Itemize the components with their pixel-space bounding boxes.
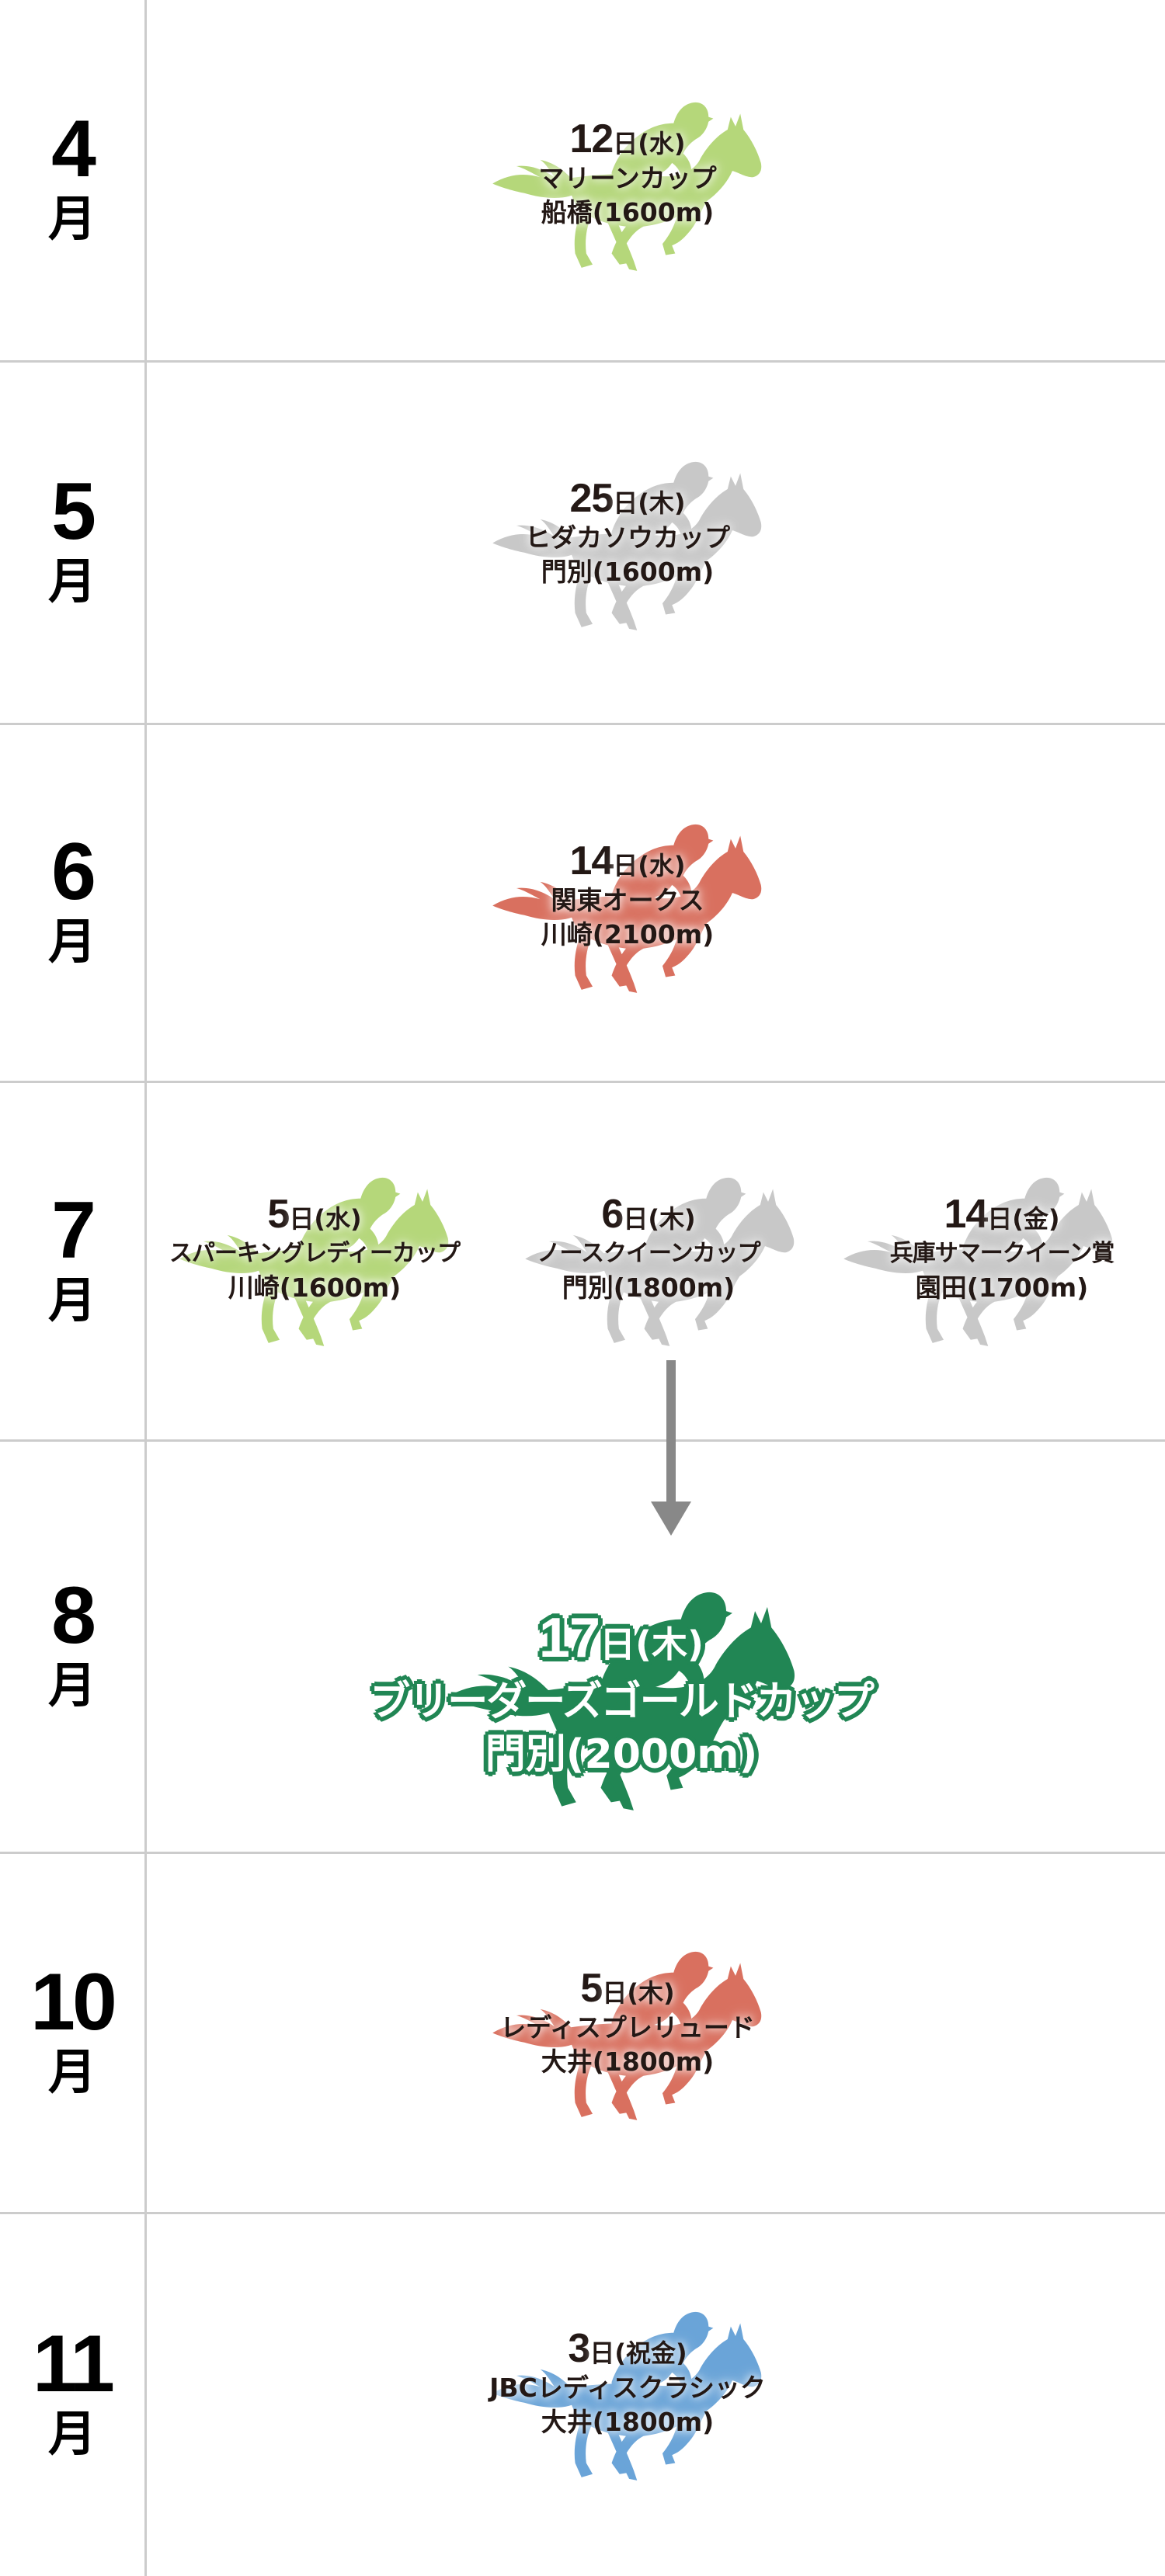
month-unit: 月: [47, 1271, 96, 1328]
race-card-north-queen-cup[interactable]: 6日(木) ノースクイーンカップ 門別(1800m): [520, 1170, 800, 1349]
race-venue: 川崎(1600m): [228, 1272, 402, 1303]
month-unit: 月: [47, 913, 96, 970]
month-number: 6: [51, 827, 96, 917]
month-label: 10 月: [0, 1854, 147, 2212]
race-date: 5日(木): [580, 1966, 675, 2011]
month-number: 4: [51, 104, 96, 194]
month-row-october: 10 月 5日(木) レディスプレリュード 大井(1800m): [0, 1854, 1165, 2214]
month-unit: 月: [47, 1657, 96, 1713]
arrow-down-icon: [651, 1360, 691, 1536]
race-venue: 門別(2000m): [485, 1731, 758, 1778]
race-card-jbc-ladies-classic[interactable]: 3日(祝金) JBCレディスクラシック 大井(1800m): [488, 2304, 767, 2483]
race-date: 17日(木): [538, 1607, 704, 1669]
month-label: 4 月: [0, 0, 147, 360]
race-venue: 大井(1800m): [541, 2407, 715, 2437]
race-name: スパーキングレディーカップ: [169, 1240, 461, 1267]
month-label: 7 月: [0, 1083, 147, 1439]
race-card-kanto-oaks[interactable]: 14日(水) 関東オークス 川崎(2100m): [488, 817, 767, 995]
month-unit: 月: [47, 553, 96, 609]
month-number: 8: [51, 1571, 96, 1661]
race-date: 12日(水): [569, 116, 686, 161]
race-name: レディスプレリュード: [500, 2012, 755, 2043]
race-card-ladies-prelude[interactable]: 5日(木) レディスプレリュード 大井(1800m): [488, 1944, 767, 2123]
race-venue: 大井(1800m): [541, 2047, 715, 2077]
month-row-august: 8 月 17日(木) ブリーダーズゴールドカップ 門別(2000m): [0, 1442, 1165, 1854]
race-venue: 園田(1700m): [915, 1272, 1089, 1303]
race-card-marine-cup[interactable]: 12日(水) マリーンカップ 船橋(1600m): [488, 95, 767, 273]
race-card-breeders-gold-cup[interactable]: 17日(木) ブリーダーズゴールドカップ 門別(2000m): [370, 1543, 875, 1853]
race-name: 関東オークス: [551, 885, 704, 915]
month-unit: 月: [47, 190, 96, 247]
month-number: 5: [51, 467, 96, 557]
race-venue: 門別(1800m): [562, 1272, 736, 1303]
race-name: ブリーダーズゴールドカップ: [370, 1679, 874, 1725]
month-unit: 月: [47, 2043, 96, 2100]
month-number: 11: [33, 2319, 115, 2409]
race-name: 兵庫サマークイーン賞: [889, 1240, 1115, 1267]
month-number: 7: [51, 1185, 96, 1276]
race-date: 25日(木): [569, 476, 686, 521]
month-row-april: 4 月 12日(水) マリーンカップ 船橋(1600m): [0, 0, 1165, 363]
race-name: ノースクイーンカップ: [537, 1240, 761, 1267]
race-name: JBCレディスクラシック: [489, 2373, 766, 2403]
race-venue: 川崎(2100m): [541, 919, 715, 950]
month-label: 8 月: [0, 1442, 147, 1852]
race-card-hyogo-summer-queen-sho[interactable]: 14日(金) 兵庫サマークイーン賞 園田(1700m): [839, 1170, 1118, 1349]
month-row-july: 7 月 5日(水) スパーキングレディーカップ 川崎(1600m) 6日(木) …: [0, 1083, 1165, 1442]
race-name: ヒダカソウカップ: [525, 522, 730, 553]
month-label: 5 月: [0, 363, 147, 723]
month-unit: 月: [47, 2405, 96, 2462]
race-venue: 門別(1600m): [541, 557, 715, 587]
race-date: 14日(水): [569, 838, 686, 884]
race-date: 6日(木): [601, 1192, 696, 1237]
race-card-sparking-lady-cup[interactable]: 5日(水) スパーキングレディーカップ 川崎(1600m): [169, 1170, 461, 1349]
race-date: 5日(水): [267, 1192, 362, 1237]
race-venue: 船橋(1600m): [541, 197, 715, 227]
race-card-hidaka-sou-cup[interactable]: 25日(木) ヒダカソウカップ 門別(1600m): [488, 454, 767, 633]
month-row-may: 5 月 25日(木) ヒダカソウカップ 門別(1600m): [0, 363, 1165, 725]
month-label: 6 月: [0, 725, 147, 1081]
month-label: 11 月: [0, 2214, 147, 2576]
month-number: 10: [30, 1956, 117, 2047]
race-date: 14日(金): [944, 1192, 1060, 1237]
month-row-june: 6 月 14日(水) 関東オークス 川崎(2100m): [0, 725, 1165, 1083]
race-date: 3日(祝金): [568, 2326, 687, 2371]
race-name: マリーンカップ: [538, 163, 717, 193]
month-row-november: 11 月 3日(祝金) JBCレディスクラシック 大井(1800m): [0, 2214, 1165, 2576]
